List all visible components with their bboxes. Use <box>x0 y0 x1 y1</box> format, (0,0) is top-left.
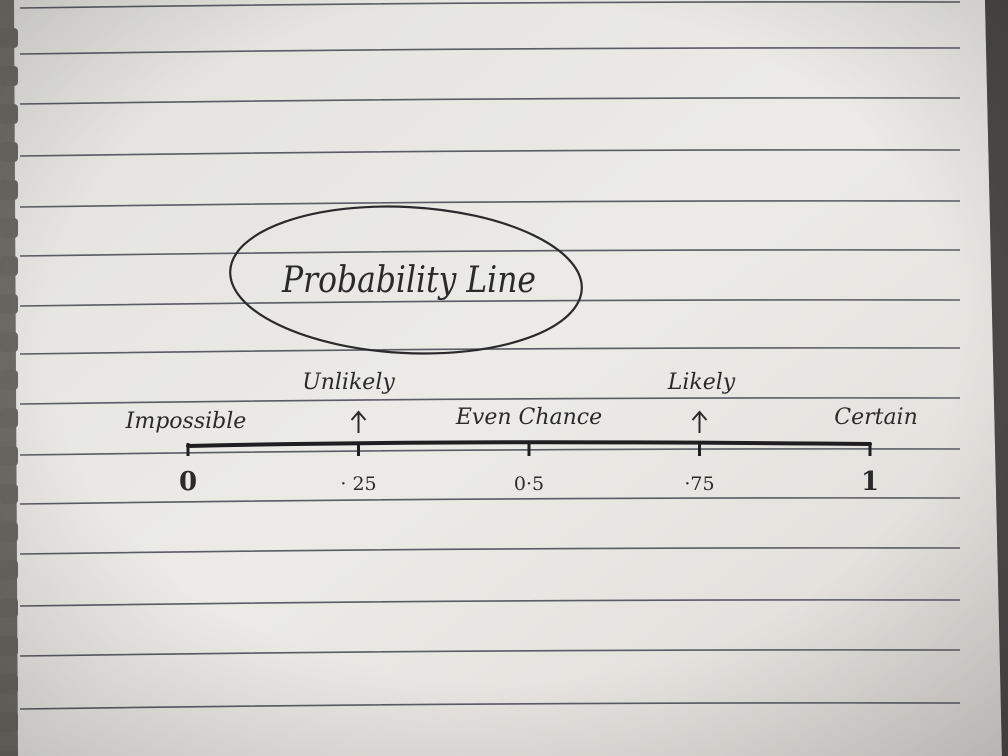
spiral-hole <box>0 256 18 276</box>
spiral-hole <box>0 712 18 732</box>
spiral-hole <box>0 104 18 124</box>
spiral-hole <box>0 28 18 48</box>
spiral-hole <box>0 522 18 542</box>
spiral-hole <box>0 446 18 466</box>
spiral-hole <box>0 674 18 694</box>
tick-label: · 25 <box>340 473 376 495</box>
notebook-page <box>14 0 1008 756</box>
tick-description: Unlikely <box>302 370 395 395</box>
tick-description: Certain <box>834 405 918 430</box>
tick-description: Likely <box>667 370 736 395</box>
tick-label: 0 <box>179 467 197 497</box>
spiral-hole <box>0 370 18 390</box>
spiral-hole <box>0 218 18 238</box>
spiral-hole <box>0 294 18 314</box>
spiral-hole <box>0 408 18 428</box>
tick-label: 1 <box>861 467 879 497</box>
tick-description: Even Chance <box>455 405 602 430</box>
spiral-hole <box>0 750 18 756</box>
spiral-hole <box>0 142 18 162</box>
tick-label: ·75 <box>684 473 714 495</box>
spiral-hole <box>0 598 18 618</box>
spiral-hole <box>0 180 18 200</box>
spiral-hole <box>0 484 18 504</box>
spiral-hole <box>0 560 18 580</box>
spiral-hole <box>0 66 18 86</box>
spiral-hole <box>0 636 18 656</box>
tick-label: 0·5 <box>514 473 544 495</box>
page-title: Probability Line <box>281 260 536 301</box>
spiral-hole <box>0 332 18 352</box>
tick-description: Impossible <box>125 409 247 434</box>
